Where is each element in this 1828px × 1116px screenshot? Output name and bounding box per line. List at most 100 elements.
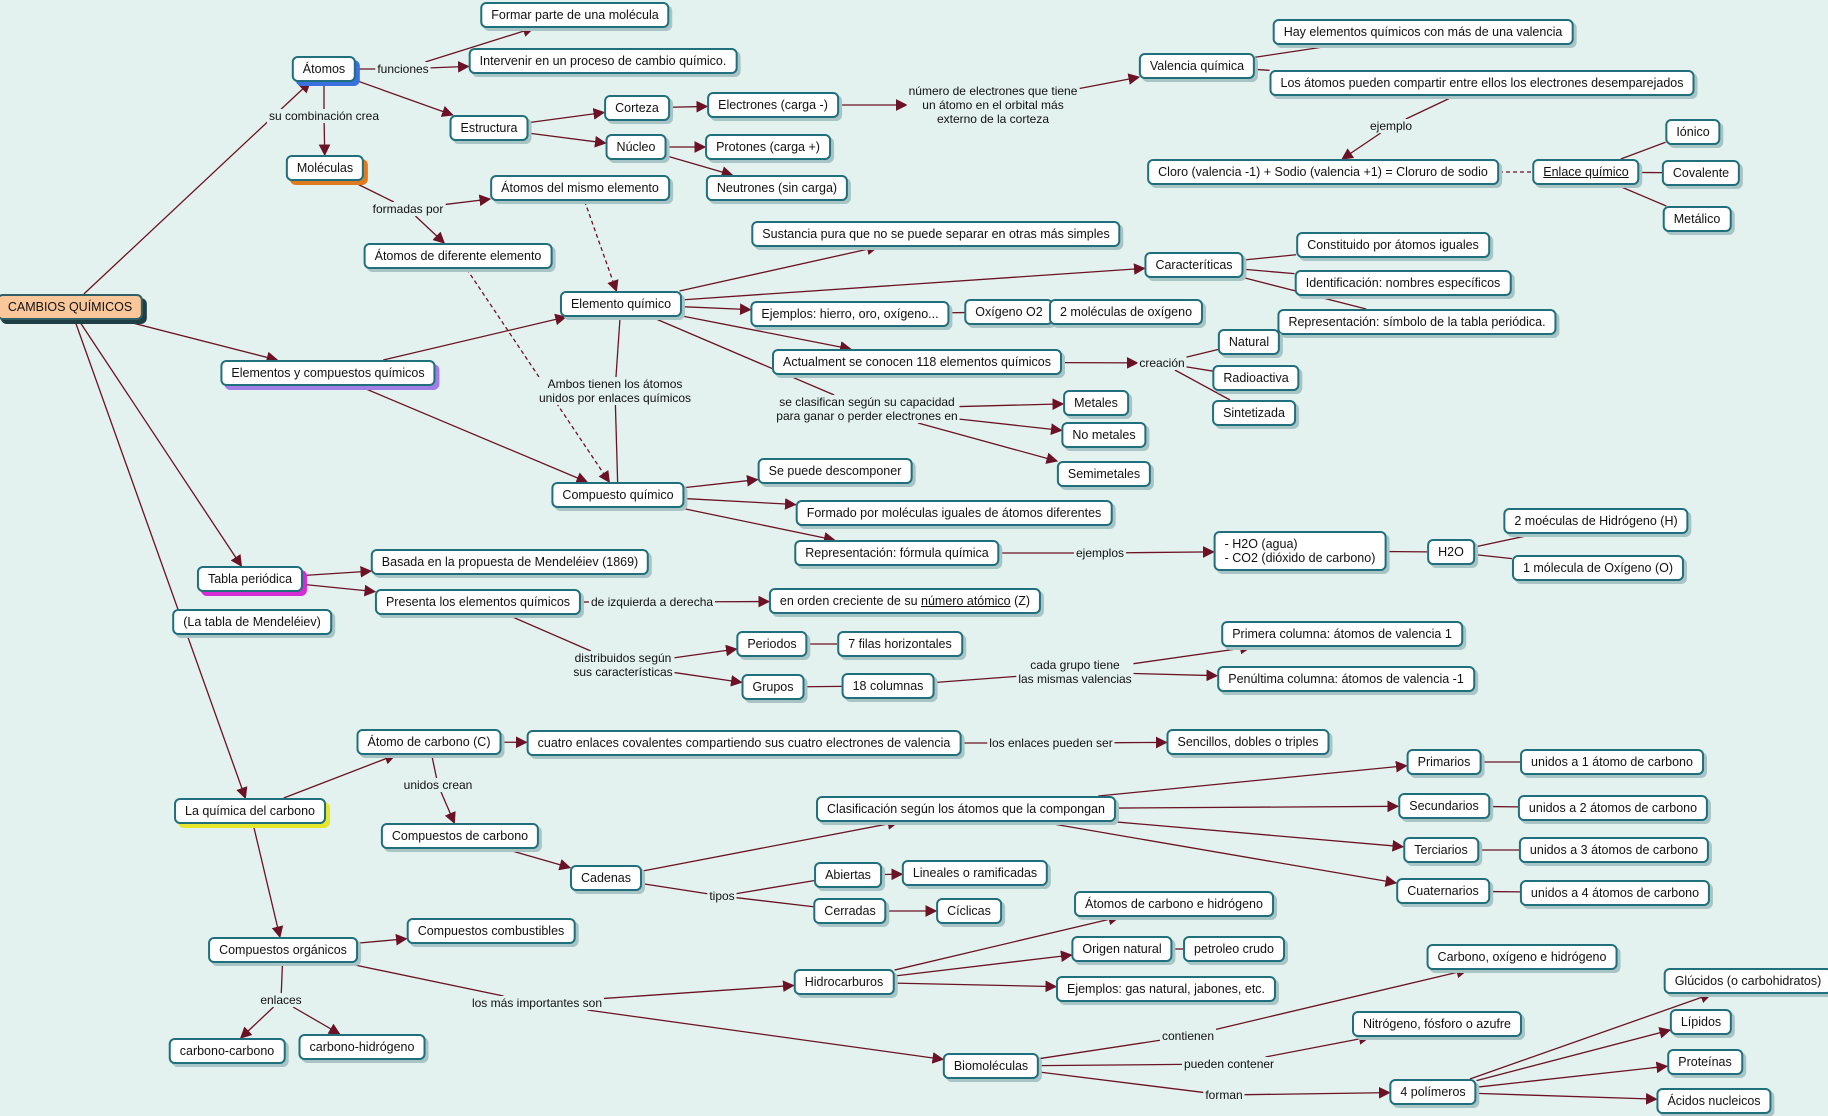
node-metalico[interactable]: Metálico xyxy=(1662,206,1732,232)
node-moleculas[interactable]: Moléculas xyxy=(285,155,365,181)
node-cuaternarios[interactable]: Cuaternarios xyxy=(1396,878,1490,904)
edge-presenta-distribuidos xyxy=(507,614,592,652)
node-h2oco2[interactable]: - H2O (agua)- CO2 (dióxido de carbono) xyxy=(1213,531,1387,571)
node-enlace[interactable]: Enlace químico xyxy=(1532,159,1640,185)
node-unidos4[interactable]: unidos a 4 átomos de carbono xyxy=(1519,880,1711,906)
node-clasificacion[interactable]: Clasificación según los átomos que la co… xyxy=(816,796,1116,822)
node-comparten[interactable]: Los átomos pueden compartir entre ellos … xyxy=(1269,70,1695,96)
node-constituido[interactable]: Constituido por átomos iguales xyxy=(1296,232,1490,258)
node-ch[interactable]: carbono-hidrógeno xyxy=(298,1034,426,1060)
node-glucidos[interactable]: Glúcidos (o carbohidratos) xyxy=(1663,968,1828,994)
node-atomos[interactable]: Átomos xyxy=(291,56,357,82)
node-representacion2[interactable]: Representación: fórmula química xyxy=(794,540,1000,566)
node-primarios[interactable]: Primarios xyxy=(1406,749,1482,775)
node-coh[interactable]: Carbono, oxígeno e hidrógeno xyxy=(1426,944,1618,970)
node-compcarbono[interactable]: Compuestos de carbono xyxy=(380,823,540,849)
node-unidos3[interactable]: unidos a 3 átomos de carbono xyxy=(1518,837,1710,863)
node-tabla[interactable]: Tabla periódica xyxy=(196,566,304,592)
node-proteinas[interactable]: Proteínas xyxy=(1667,1049,1743,1075)
node-quimica[interactable]: La química del carbono xyxy=(174,798,326,824)
node-elementos[interactable]: Elementos y compuestos químicos xyxy=(220,360,436,386)
node-root[interactable]: CAMBIOS QUÍMICOS xyxy=(0,294,144,320)
node-identificacion[interactable]: Identificación: nombres específicos xyxy=(1294,270,1512,296)
node-nucleo[interactable]: Núcleo xyxy=(605,134,667,160)
node-hay[interactable]: Hay elementos químicos con más de una va… xyxy=(1272,19,1574,45)
node-terciarios[interactable]: Terciarios xyxy=(1403,837,1479,863)
node-petroleo[interactable]: petroleo crudo xyxy=(1183,936,1285,962)
node-formado[interactable]: Formado por moléculas iguales de átomos … xyxy=(795,500,1113,526)
node-cloro[interactable]: Cloro (valencia -1) + Sodio (valencia +1… xyxy=(1147,159,1499,185)
node-ciclicas[interactable]: Cíclicas xyxy=(936,898,1002,924)
edge-columnas-cadagrupo xyxy=(934,675,1017,684)
node-mismo[interactable]: Átomos del mismo elemento xyxy=(490,175,670,201)
node-columnas[interactable]: 18 columnas xyxy=(841,673,935,699)
node-dosmol[interactable]: 2 moléculas de oxígeno xyxy=(1048,299,1204,325)
node-mendeleiev[interactable]: (La tabla de Mendeléiev) xyxy=(172,609,332,635)
node-sencillos[interactable]: Sencillos, dobles o triples xyxy=(1166,729,1330,755)
node-organicos[interactable]: Compuestos orgánicos xyxy=(208,937,358,963)
node-representacion1[interactable]: Representación: símbolo de la tabla peri… xyxy=(1277,309,1557,335)
node-filas[interactable]: 7 filas horizontales xyxy=(837,631,963,657)
node-sustancia[interactable]: Sustancia pura que no se puede separar e… xyxy=(751,221,1121,247)
node-atomoc[interactable]: Átomo de carbono (C) xyxy=(356,729,502,755)
node-valencia[interactable]: Valencia química xyxy=(1138,53,1256,79)
node-corteza[interactable]: Corteza xyxy=(604,95,670,121)
node-diferente[interactable]: Átomos de diferente elemento xyxy=(363,243,553,269)
node-oxigeno[interactable]: Oxígeno O2 xyxy=(964,299,1054,325)
node-radioactiva[interactable]: Radioactiva xyxy=(1212,365,1300,391)
node-actualment[interactable]: Actualment se conocen 118 elementos quím… xyxy=(772,349,1062,375)
node-electrones[interactable]: Electrones (carga -) xyxy=(707,92,839,118)
node-abiertas[interactable]: Abiertas xyxy=(814,862,882,888)
node-hidrogeno2[interactable]: 2 moéculas de Hidrógeno (H) xyxy=(1503,508,1689,534)
node-intervenir[interactable]: Intervenir en un proceso de cambio quími… xyxy=(468,48,738,74)
edge-distribuidos-periodos xyxy=(674,644,738,659)
edge-polimeros-glucidos xyxy=(1469,991,1713,1080)
edge-clasifican-semimetales xyxy=(917,422,1059,464)
node-primera[interactable]: Primera columna: átomos de valencia 1 xyxy=(1221,621,1463,647)
node-polimeros[interactable]: 4 polímeros xyxy=(1389,1079,1477,1105)
node-compuesto[interactable]: Compuesto químico xyxy=(551,482,685,508)
node-neutrones[interactable]: Neutrones (sin carga) xyxy=(705,175,849,201)
node-protones[interactable]: Protones (carga +) xyxy=(705,134,831,160)
node-caracteristicas[interactable]: Caracteríticas xyxy=(1144,252,1244,278)
node-cuatro[interactable]: cuatro enlaces covalentes compartiendo s… xyxy=(526,730,962,756)
node-lineales[interactable]: Lineales o ramificadas xyxy=(901,860,1049,886)
node-ejemplos2[interactable]: Ejemplos: gas natural, jabones, etc. xyxy=(1055,976,1277,1002)
node-formar[interactable]: Formar parte de una molécula xyxy=(480,2,670,28)
node-oxigeno1[interactable]: 1 mólecula de Oxígeno (O) xyxy=(1511,555,1685,581)
node-periodos[interactable]: Periodos xyxy=(736,631,808,657)
node-unidos1[interactable]: unidos a 1 átomo de carbono xyxy=(1520,749,1704,775)
node-nfs[interactable]: Nitrógeno, fósforo o azufre xyxy=(1352,1011,1522,1037)
node-atomosch[interactable]: Átomos de carbono e hidrógeno xyxy=(1074,891,1274,917)
node-h2o[interactable]: H2O xyxy=(1427,539,1475,565)
node-grupos[interactable]: Grupos xyxy=(741,674,805,700)
node-cadenas[interactable]: Cadenas xyxy=(569,865,643,891)
node-orden[interactable]: en orden creciente de su número atómico … xyxy=(768,588,1042,614)
node-nometales[interactable]: No metales xyxy=(1061,422,1147,448)
node-cc[interactable]: carbono-carbono xyxy=(168,1038,286,1064)
node-biomoleculas[interactable]: Biomoléculas xyxy=(942,1053,1040,1079)
node-elemento[interactable]: Elemento químico xyxy=(559,291,683,317)
node-basada[interactable]: Basada en la propuesta de Mendeléiev (18… xyxy=(370,549,650,575)
node-lipidos[interactable]: Lípidos xyxy=(1669,1009,1733,1035)
node-metales[interactable]: Metales xyxy=(1063,390,1129,416)
node-descomponer[interactable]: Se puede descomponer xyxy=(757,458,913,484)
node-semimetales[interactable]: Semimetales xyxy=(1056,461,1152,487)
node-sintetizada[interactable]: Sintetizada xyxy=(1212,400,1296,426)
node-origen[interactable]: Origen natural xyxy=(1071,936,1173,962)
node-estructura[interactable]: Estructura xyxy=(449,115,529,141)
link-label-izquierda: de izquierda a derecha xyxy=(588,595,716,609)
node-acidos[interactable]: Ácidos nucleicos xyxy=(1656,1088,1772,1114)
node-natural[interactable]: Natural xyxy=(1217,329,1281,355)
node-hidrocarburos[interactable]: Hidrocarburos xyxy=(793,969,895,995)
node-covalente[interactable]: Covalente xyxy=(1661,160,1741,186)
node-combustibles[interactable]: Compuestos combustibles xyxy=(406,918,576,944)
node-secundarios[interactable]: Secundarios xyxy=(1398,793,1490,819)
node-unidos2[interactable]: unidos a 2 átomos de carbono xyxy=(1517,795,1709,821)
node-ejemplos1[interactable]: Ejemplos: hierro, oro, oxígeno... xyxy=(750,301,950,327)
node-ionico[interactable]: Iónico xyxy=(1665,119,1721,145)
node-presenta[interactable]: Presenta los elementos químicos xyxy=(374,589,582,615)
edge-biomoleculas-puedencontener xyxy=(1038,1063,1183,1067)
node-penultima[interactable]: Penúltima columna: átomos de valencia -1 xyxy=(1217,666,1475,692)
node-cerradas[interactable]: Cerradas xyxy=(813,898,887,924)
